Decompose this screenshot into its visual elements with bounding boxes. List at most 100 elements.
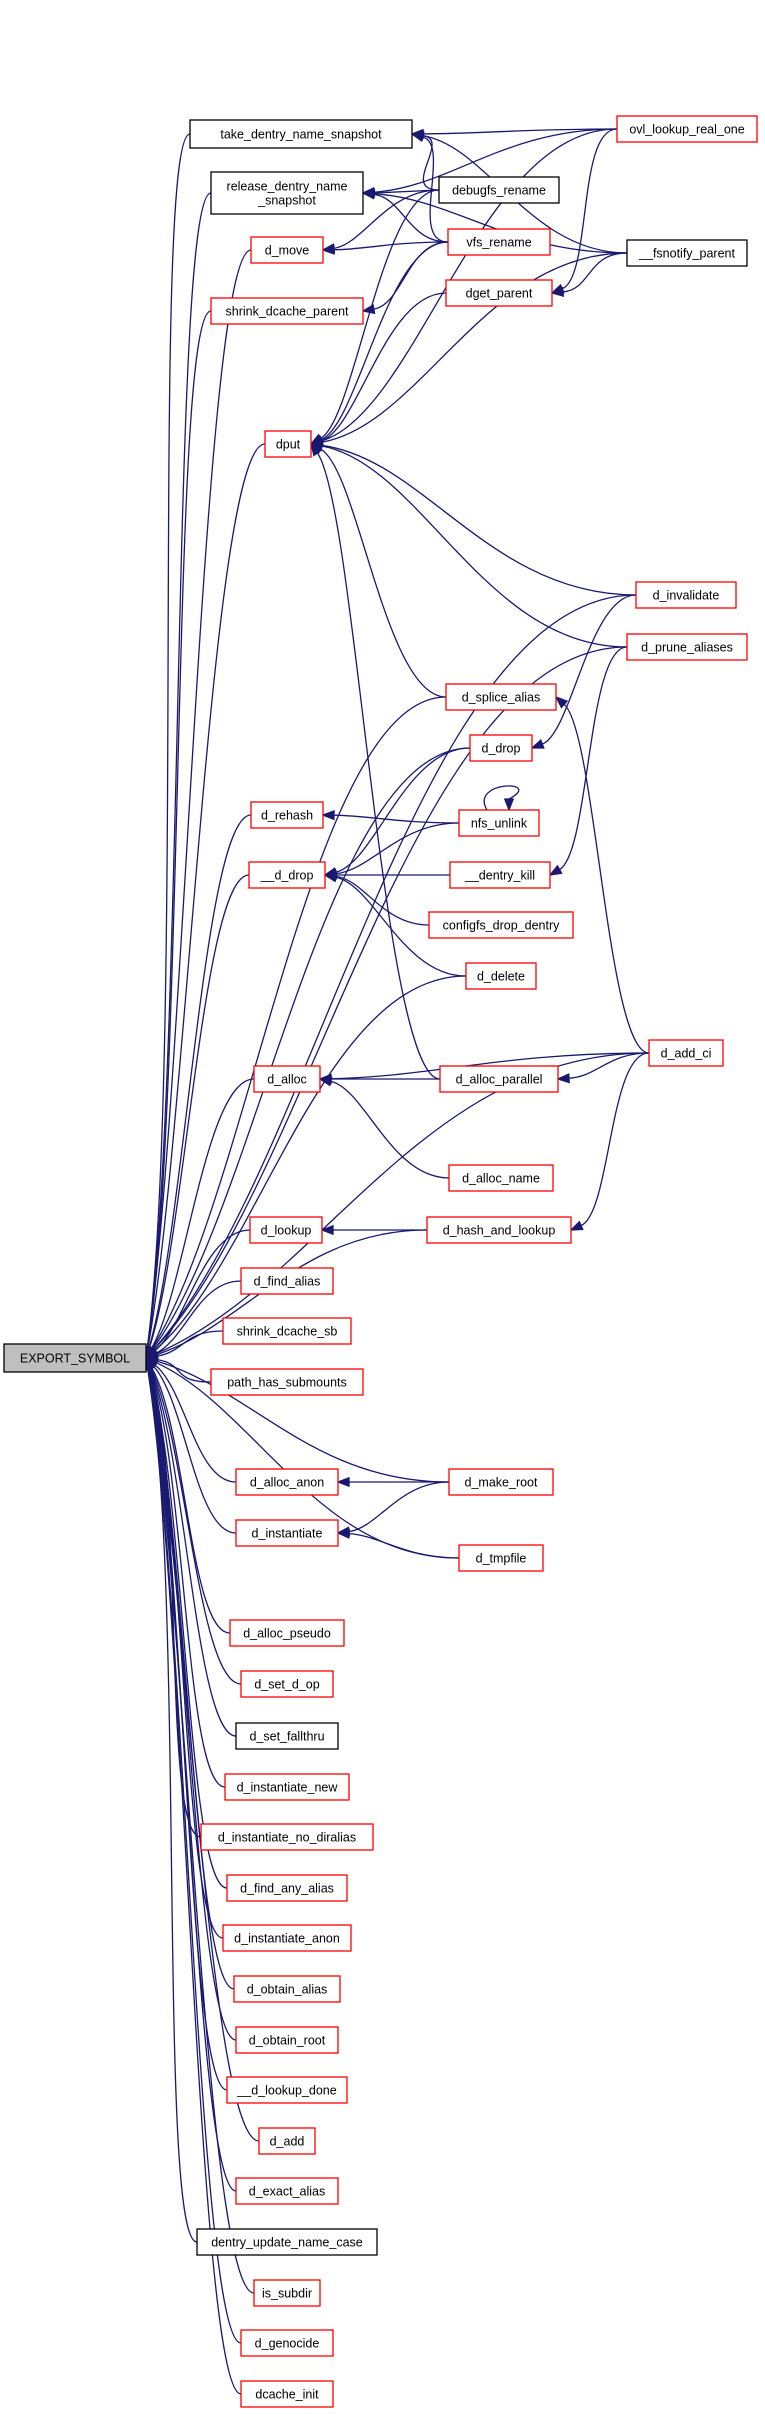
node-d-add[interactable]: d_add — [258, 2127, 316, 2155]
node-d-make-root[interactable]: d_make_root — [448, 1468, 554, 1496]
node-debugfs-rename[interactable]: debugfs_rename — [438, 176, 560, 204]
node-label: d_invalidate — [653, 589, 720, 603]
edge-nfs-unlink-to-d-rehash — [321, 810, 460, 824]
node-d-obtain-root[interactable]: d_obtain_root — [235, 2026, 339, 2054]
node-d-lookup-done[interactable]: __d_lookup_done — [226, 2076, 348, 2104]
node-box — [626, 239, 748, 267]
node-label: shrink_dcache_parent — [226, 305, 350, 319]
node-dput[interactable]: dput — [264, 430, 312, 458]
node-d-delete[interactable]: d_delete — [465, 962, 537, 990]
node-box — [445, 683, 557, 711]
node-box — [448, 1468, 554, 1496]
node-d-set-fallthru[interactable]: d_set_fallthru — [235, 1722, 339, 1750]
node-d-rehash[interactable]: d_rehash — [250, 801, 324, 829]
node-label: take_dentry_name_snapshot — [220, 128, 382, 142]
node-d-find-alias[interactable]: d_find_alias — [240, 1267, 334, 1295]
node-d-exact-alias[interactable]: d_exact_alias — [235, 2177, 339, 2205]
node-export-symbol[interactable]: EXPORT_SYMBOL — [3, 1343, 147, 1373]
node-box — [449, 861, 551, 889]
node-shrink-dcache-sb[interactable]: shrink_dcache_sb — [222, 1317, 352, 1345]
node-box — [235, 2177, 339, 2205]
node-d-alloc-parallel[interactable]: d_alloc_parallel — [439, 1065, 559, 1093]
node-label: debugfs_rename — [452, 184, 546, 198]
node-box — [235, 1722, 339, 1750]
node-label: d_alloc_pseudo — [243, 1627, 331, 1641]
node-label: d_lookup — [261, 1224, 312, 1238]
node-box — [240, 1267, 334, 1295]
node-d-drop[interactable]: d_drop — [469, 734, 533, 762]
node-d-prune-aliases[interactable]: d_prune_aliases — [626, 633, 748, 661]
node-box — [264, 430, 312, 458]
node-label: is_subdir — [262, 2287, 312, 2301]
node-d-genocide[interactable]: d_genocide — [240, 2329, 334, 2357]
node-label: d_find_any_alias — [240, 1882, 334, 1896]
node-d-alloc[interactable]: d_alloc — [253, 1065, 321, 1093]
node-box — [233, 1975, 341, 2003]
node-box — [445, 279, 553, 307]
node-label: d_set_d_op — [254, 1678, 319, 1692]
node-box — [3, 1343, 147, 1373]
node-label: d_make_root — [465, 1476, 538, 1490]
node-dentry-update-name-case[interactable]: dentry_update_name_case — [196, 2228, 378, 2256]
node-shrink-dcache-parent[interactable]: shrink_dcache_parent — [210, 297, 364, 325]
node-box — [626, 633, 748, 661]
node-label: d_tmpfile — [476, 1552, 527, 1566]
node-label: d_delete — [477, 970, 525, 984]
node-label: configfs_drop_dentry — [443, 919, 560, 933]
edge-d-delete-to-export-symbol — [144, 975, 467, 1360]
node-release-dentry-name-snapshot[interactable]: release_dentry_name_snapshot — [210, 171, 364, 215]
node-d-invalidate[interactable]: d_invalidate — [635, 581, 737, 609]
node-label: vfs_rename — [466, 236, 531, 250]
node-d-lookup[interactable]: d_lookup — [249, 1216, 323, 1244]
node-label: __d_drop — [260, 869, 314, 883]
node-d-set-d-op[interactable]: d_set_d_op — [240, 1670, 334, 1698]
node-box — [248, 861, 326, 889]
node-path-has-submounts[interactable]: path_has_submounts — [210, 1368, 364, 1396]
node-box — [240, 2380, 334, 2408]
node-nfs-unlink[interactable]: nfs_unlink — [458, 809, 540, 837]
node-d-instantiate-no-diralias[interactable]: d_instantiate_no_diralias — [200, 1823, 374, 1851]
node-d-alloc-anon[interactable]: d_alloc_anon — [235, 1468, 339, 1496]
node-take-dentry-name-snapshot[interactable]: take_dentry_name_snapshot — [189, 119, 413, 149]
node-box — [224, 1773, 350, 1801]
node-d-alloc-name[interactable]: d_alloc_name — [448, 1164, 554, 1192]
node-box — [635, 581, 737, 609]
node-box — [648, 1039, 724, 1067]
node-vfs-rename[interactable]: vfs_rename — [447, 228, 551, 256]
node-dcache-init[interactable]: dcache_init — [240, 2380, 334, 2408]
node-box — [226, 2076, 348, 2104]
node-d-instantiate-new[interactable]: d_instantiate_new — [224, 1773, 350, 1801]
node-box — [253, 2279, 321, 2307]
node-d-tmpfile[interactable]: d_tmpfile — [458, 1544, 544, 1572]
node-box — [438, 176, 560, 204]
node-d-hash-and-lookup[interactable]: d_hash_and_lookup — [426, 1216, 572, 1244]
node-configfs-drop-dentry[interactable]: configfs_drop_dentry — [428, 911, 574, 939]
node-d-instantiate-anon[interactable]: d_instantiate_anon — [222, 1924, 352, 1952]
node-d-move[interactable]: d_move — [250, 236, 324, 264]
node-label: dget_parent — [466, 287, 533, 301]
node-label: d_splice_alias — [462, 691, 541, 705]
node-box — [240, 2329, 334, 2357]
node-d-drop[interactable]: __d_drop — [248, 861, 326, 889]
node-label: d_drop — [482, 742, 521, 756]
nodes-layer: EXPORT_SYMBOL take_dentry_name_snapshotre… — [3, 115, 758, 2408]
node-d-instantiate[interactable]: d_instantiate — [235, 1519, 339, 1547]
node-fsnotify-parent[interactable]: __fsnotify_parent — [626, 239, 748, 267]
node-is-subdir[interactable]: is_subdir — [253, 2279, 321, 2307]
edge-d-drop-to-export-symbol — [144, 747, 471, 1360]
node-d-find-any-alias[interactable]: d_find_any_alias — [226, 1874, 348, 1902]
edge-d-prune-aliases-to-export-symbol — [144, 646, 628, 1360]
node-ovl-lookup-real-one[interactable]: ovl_lookup_real_one — [616, 115, 758, 143]
node-d-splice-alias[interactable]: d_splice_alias — [445, 683, 557, 711]
node-dentry-kill[interactable]: __dentry_kill — [449, 861, 551, 889]
edge-d-prune-aliases-to-dentry-kill — [548, 646, 628, 876]
node-dget-parent[interactable]: dget_parent — [445, 279, 553, 307]
node-box — [222, 1317, 352, 1345]
node-box — [616, 115, 758, 143]
edge-vfs-rename-to-shrink-dcache-parent — [361, 241, 449, 315]
node-label: d_move — [265, 244, 310, 258]
node-d-add-ci[interactable]: d_add_ci — [648, 1039, 724, 1067]
node-label: d_exact_alias — [249, 2185, 325, 2199]
node-d-obtain-alias[interactable]: d_obtain_alias — [233, 1975, 341, 2003]
node-d-alloc-pseudo[interactable]: d_alloc_pseudo — [229, 1619, 345, 1647]
